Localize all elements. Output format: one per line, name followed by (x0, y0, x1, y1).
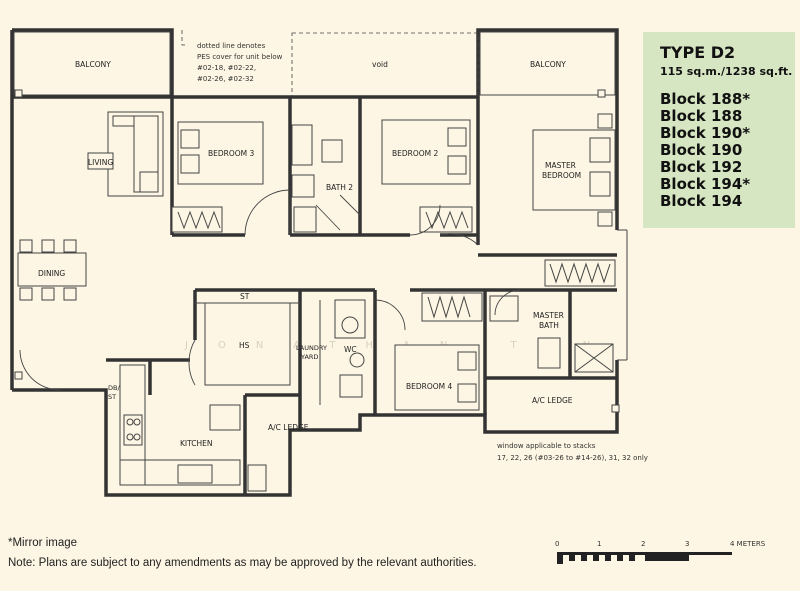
scale-bar: 0 1 2 3 4 METERS (555, 540, 766, 564)
scale-tick-3: 3 (685, 540, 689, 548)
master-bath-fixtures (489, 295, 614, 373)
scale-tick-2: 2 (641, 540, 645, 548)
label-ac-ledge-mid: A/C LEDGE (268, 423, 309, 432)
dining-table (17, 239, 87, 301)
label-db-1: DB/ (108, 384, 120, 392)
wc-fixtures (319, 299, 366, 405)
pes-dotted-line (181, 30, 188, 46)
label-bath2: BATH 2 (326, 183, 353, 192)
scale-tick-1: 1 (597, 540, 601, 548)
block-list: Block 188* Block 188 Block 190* Block 19… (660, 91, 750, 210)
label-balcony-right: BALCONY (530, 60, 566, 69)
label-hs: HS (239, 341, 250, 350)
label-master-bath-1: MASTER (533, 311, 564, 320)
label-living: LIVING (88, 158, 113, 167)
scale-tick-0: 0 (555, 540, 559, 548)
balcony-left (13, 31, 171, 96)
sofa (107, 111, 164, 197)
label-bedroom3: BEDROOM 3 (208, 149, 255, 158)
type-info-box: TYPE D2 115 sq.m./1238 sq.ft. Block 188*… (643, 32, 795, 228)
unit-type-title: TYPE D2 (660, 43, 736, 62)
doors (19, 189, 521, 391)
label-bedroom4: BEDROOM 4 (406, 382, 453, 391)
block-item: Block 194* (660, 175, 751, 193)
master-bedroom-furniture (532, 113, 616, 287)
bedroom2-furniture (381, 119, 473, 233)
scale-tick-4: 4 METERS (730, 540, 766, 548)
dotted-note-4: #02-26, #02-32 (197, 75, 254, 83)
household-shelter (195, 302, 300, 386)
block-item: Block 188 (660, 107, 743, 125)
label-laundry-2: YARD (300, 353, 318, 361)
label-dining: DINING (38, 269, 65, 278)
label-kitchen: KITCHEN (180, 439, 213, 448)
window-note-1: window applicable to stacks (497, 442, 596, 450)
label-master-bedroom-1: MASTER (545, 161, 576, 170)
label-bedroom2: BEDROOM 2 (392, 149, 439, 158)
block-item: Block 192 (660, 158, 743, 176)
kitchen-counters (119, 364, 267, 492)
label-master-bedroom-2: BEDROOM (542, 171, 581, 180)
bedroom3-furniture (171, 121, 264, 233)
unit-area: 115 sq.m./1238 sq.ft. (660, 65, 793, 78)
window-markers (14, 89, 620, 413)
block-item: Block 194 (660, 192, 743, 210)
watermark: JONATHAN TAN (184, 340, 620, 351)
label-master-bath-2: BATH (539, 321, 559, 330)
dotted-note-2: PES cover for unit below (197, 53, 283, 61)
block-item: Block 190 (660, 141, 743, 159)
bath2-fixtures (291, 124, 343, 233)
label-st-top: ST (240, 292, 250, 301)
label-db-2: ST (108, 393, 116, 401)
label-laundry-1: LAUNDRY (296, 344, 327, 352)
label-balcony-left: BALCONY (75, 60, 111, 69)
label-void: void (372, 60, 388, 69)
mirror-image-note: *Mirror image (8, 537, 78, 549)
amendment-note: Note: Plans are subject to any amendment… (8, 557, 477, 569)
dotted-note-3: #02-18, #02-22, (197, 64, 256, 72)
outer-walls (10, 28, 628, 497)
dotted-note-1: dotted line denotes (197, 42, 266, 50)
coffee-table (87, 152, 114, 170)
balcony-right (479, 31, 616, 96)
label-wc: WC (344, 345, 357, 354)
window-note-2: 17, 22, 26 (#03-26 to #14-26), 31, 32 on… (497, 454, 648, 462)
block-item: Block 188* (660, 90, 751, 108)
block-item: Block 190* (660, 124, 751, 142)
bedroom4-furniture (394, 292, 483, 411)
label-ac-ledge-right: A/C LEDGE (532, 396, 573, 405)
